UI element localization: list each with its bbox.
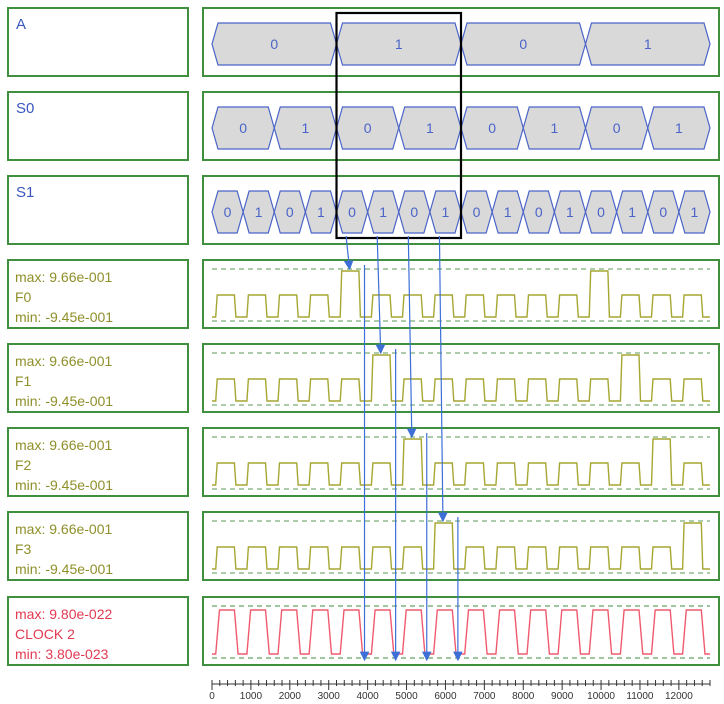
bus-value: 1 xyxy=(255,204,263,220)
signal-name: F3 xyxy=(15,541,32,557)
bus-segment xyxy=(584,22,711,66)
signal-min: min: -9.45e-001 xyxy=(15,561,114,577)
bus-value: 0 xyxy=(535,204,543,220)
bus-value: 1 xyxy=(426,120,434,136)
bus-value: 1 xyxy=(566,204,574,220)
decode-arrow xyxy=(438,235,448,523)
decode-arrow xyxy=(375,235,386,355)
decode-arrow xyxy=(406,235,417,439)
bus-value: 0 xyxy=(286,204,294,220)
bus-value: 1 xyxy=(301,120,309,136)
bus-value: 0 xyxy=(239,120,247,136)
signal-min: min: 3.80e-023 xyxy=(15,646,109,662)
signal-min: min: -9.45e-001 xyxy=(15,309,114,325)
axis-tick-label: 2000 xyxy=(279,691,302,702)
analog-trace xyxy=(212,522,710,570)
time-axis: 0 1000 2000 3000 4000 5000 6000 7000 8000 9000 100… xyxy=(209,680,711,702)
analog-trace xyxy=(212,354,710,402)
analog-trace xyxy=(212,270,710,318)
signal-max: max: 9.66e-001 xyxy=(15,353,113,369)
bus-value: 0 xyxy=(519,36,527,52)
bus-value: 1 xyxy=(550,120,558,136)
axis-tick-label: 5000 xyxy=(395,691,418,702)
axis-tick-label: 10000 xyxy=(587,691,615,702)
bus-value: 1 xyxy=(644,36,652,52)
axis-tick-label: 3000 xyxy=(318,691,341,702)
bus-value: 1 xyxy=(675,120,683,136)
signal-min: min: -9.45e-001 xyxy=(15,393,114,409)
axis-tick-label: 4000 xyxy=(357,691,380,702)
axis-tick-label: 8000 xyxy=(512,691,535,702)
bus-value: 1 xyxy=(628,204,636,220)
axis-tick-label: 0 xyxy=(209,691,215,702)
waveform-f2[interactable] xyxy=(202,427,720,497)
axis-tick-label: 7000 xyxy=(473,691,496,702)
bus-value: 1 xyxy=(395,36,403,52)
bus-value: 0 xyxy=(613,120,621,136)
signal-max: max: 9.66e-001 xyxy=(15,521,113,537)
bus-value: 0 xyxy=(473,204,481,220)
signal-min: min: -9.45e-001 xyxy=(15,477,114,493)
bus-value: 0 xyxy=(597,204,605,220)
signal-name: CLOCK 2 xyxy=(15,626,75,642)
bus-segment xyxy=(647,106,711,150)
bus-value: 0 xyxy=(348,204,356,220)
signal-label-a[interactable]: A xyxy=(7,7,189,77)
bus-segment xyxy=(678,190,711,234)
signal-label-s1[interactable]: S1 xyxy=(7,175,189,245)
signal-label-s0[interactable]: S0 xyxy=(7,91,189,161)
bus-value: 1 xyxy=(442,204,450,220)
signal-name: F1 xyxy=(15,373,32,389)
signal-name: F0 xyxy=(15,289,32,305)
bus-value: 1 xyxy=(504,204,512,220)
signal-name: S1 xyxy=(16,184,35,201)
bus-value: 0 xyxy=(410,204,418,220)
bus-value: 1 xyxy=(691,204,699,220)
waveform-f1[interactable] xyxy=(202,343,720,413)
bus-value: 0 xyxy=(488,120,496,136)
waveform-clock-2[interactable] xyxy=(202,596,720,666)
waveform-f0[interactable] xyxy=(202,259,720,329)
axis-tick-label: 6000 xyxy=(434,691,457,702)
signal-name: A xyxy=(16,16,27,33)
bus-value: 0 xyxy=(270,36,278,52)
bus-value: 1 xyxy=(379,204,387,220)
axis-tick-label: 11000 xyxy=(626,691,654,702)
signal-name: F2 xyxy=(15,457,32,473)
bus-value: 0 xyxy=(364,120,372,136)
bus-value: 0 xyxy=(659,204,667,220)
bus-value: 0 xyxy=(224,204,232,220)
axis-tick-label: 1000 xyxy=(240,691,263,702)
signal-name: S0 xyxy=(16,100,35,117)
axis-tick-label: 9000 xyxy=(551,691,574,702)
selection-highlight[interactable] xyxy=(335,11,463,240)
bus-value: 1 xyxy=(317,204,325,220)
axis-tick-label: 12000 xyxy=(665,691,693,702)
signal-max: max: 9.80e-022 xyxy=(15,606,113,622)
signal-max: max: 9.66e-001 xyxy=(15,437,113,453)
signal-max: max: 9.66e-001 xyxy=(15,269,113,285)
decode-arrow xyxy=(343,235,354,271)
waveform-f3[interactable] xyxy=(202,511,720,581)
analog-trace xyxy=(212,438,710,486)
